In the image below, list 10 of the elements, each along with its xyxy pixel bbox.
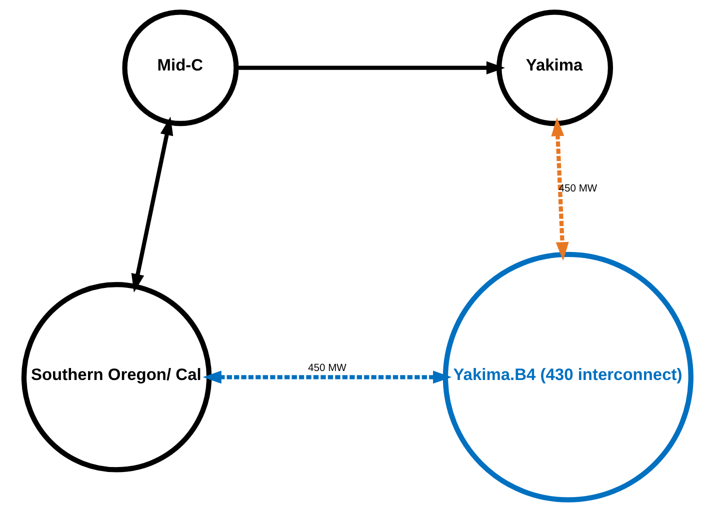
- arrow: [131, 116, 174, 293]
- node-circle: Yakima.B4 (430 interconnect): [442, 252, 694, 502]
- node-circle: Southern Oregon/ Cal: [21, 282, 212, 472]
- node-circle: Mid-C: [122, 10, 239, 126]
- edge-label: 450 MW: [558, 184, 598, 195]
- arrow: [551, 118, 569, 261]
- arrow: [236, 61, 506, 74]
- node-circle: Yakima: [496, 10, 614, 126]
- edge-label: 450 MW: [308, 362, 346, 374]
- arrow: [202, 370, 452, 384]
